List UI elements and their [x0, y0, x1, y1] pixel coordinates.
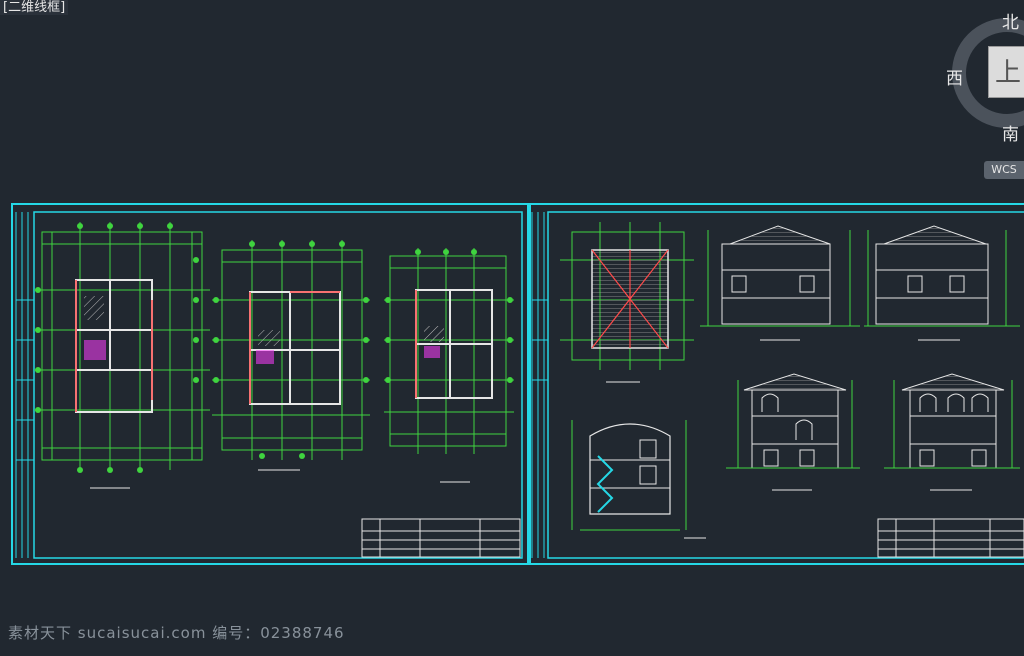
front-elevation-1[interactable]	[726, 373, 860, 491]
watermark-text: 素材天下 sucaisucai.com 编号：02388746	[8, 624, 345, 642]
front-elevation-2[interactable]	[884, 373, 1020, 491]
compass-west[interactable]: 西	[946, 69, 963, 89]
floor-plan-3[interactable]	[384, 248, 514, 483]
sheet-floor-plans[interactable]	[11, 203, 531, 565]
roof-plan[interactable]	[560, 222, 694, 383]
side-elevation-1[interactable]	[700, 225, 860, 341]
sheet-elevations[interactable]	[527, 203, 1024, 565]
side-elevation-2[interactable]	[864, 225, 1020, 341]
building-section[interactable]	[571, 420, 706, 539]
compass-south[interactable]: 南	[1002, 125, 1019, 145]
viewport-label[interactable]: [二维线框]	[0, 0, 69, 15]
viewcube-top-face[interactable]: 上	[988, 46, 1024, 98]
compass-north[interactable]: 北	[1002, 13, 1019, 33]
floor-plan-2[interactable]	[212, 240, 370, 471]
floor-plan-1[interactable]	[34, 222, 210, 489]
wcs-button[interactable]: WCS	[984, 161, 1024, 179]
